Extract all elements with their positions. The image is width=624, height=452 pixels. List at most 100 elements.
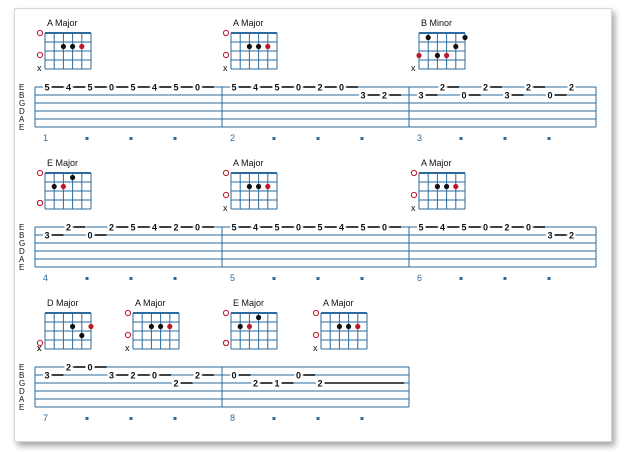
fret-number: 4 <box>152 223 157 233</box>
beat-marker <box>272 137 276 140</box>
fret-number-bg <box>172 379 180 387</box>
string-label: E <box>19 83 24 92</box>
fret-number: 0 <box>87 363 92 373</box>
fret-number: 2 <box>526 83 531 93</box>
fret-number-bg <box>567 83 576 91</box>
fret-number-bg <box>380 223 389 231</box>
beat-marker <box>360 417 364 420</box>
fret-number: 5 <box>274 223 279 233</box>
fret-number: 0 <box>296 223 301 233</box>
fret-number-bg <box>546 231 554 239</box>
string-label: A <box>19 395 25 404</box>
fret-number-bg <box>150 83 159 91</box>
fret-number: 2 <box>173 223 178 233</box>
finger-dot <box>444 52 450 59</box>
finger-dot <box>79 43 85 50</box>
chord-name: D Major <box>47 298 79 308</box>
fret-number-bg <box>294 83 303 91</box>
finger-dot <box>60 183 66 190</box>
open-string-mark <box>36 169 44 177</box>
string-label: E <box>19 123 24 132</box>
beat-marker <box>173 137 177 140</box>
muted-string-mark: x <box>37 63 42 73</box>
beat-marker <box>316 277 320 280</box>
fret-number: 3 <box>360 91 365 101</box>
muted-string-mark: x <box>411 203 416 213</box>
muted-string-mark: x <box>125 343 130 353</box>
fret-number-bg <box>359 223 367 231</box>
fret-number: 0 <box>195 223 200 233</box>
beat-marker <box>316 137 320 140</box>
open-string-mark <box>222 309 230 317</box>
fret-number-bg <box>193 83 202 91</box>
fret-number-bg <box>359 91 367 99</box>
fret-number: 0 <box>87 231 92 241</box>
fret-number-bg <box>43 371 51 379</box>
beat-marker <box>129 137 133 140</box>
fret-number: 2 <box>66 223 71 233</box>
fret-number-bg <box>524 223 533 231</box>
muted-string-mark: x <box>223 63 228 73</box>
fret-number: 3 <box>44 231 49 241</box>
e-major-chord-diagram: E Major <box>222 298 278 350</box>
measure-number: 6 <box>417 273 422 283</box>
fret-number-bg <box>172 223 180 231</box>
beat-marker <box>85 277 89 280</box>
muted-string-mark: x <box>37 343 42 353</box>
fret-number: 5 <box>87 83 92 93</box>
fret-number: 0 <box>483 223 488 233</box>
finger-dot <box>416 52 422 59</box>
fret-number-bg <box>107 223 116 231</box>
string-label: B <box>19 231 24 240</box>
beat-marker <box>459 277 463 280</box>
beat-marker <box>547 277 551 280</box>
fret-number-bg <box>337 83 346 91</box>
finger-dot <box>167 323 173 330</box>
string-label: E <box>19 403 24 412</box>
finger-dot <box>60 43 66 50</box>
finger-dot <box>336 323 342 330</box>
fret-number-bg <box>251 379 260 387</box>
fret-number: 2 <box>382 91 387 101</box>
finger-dot <box>444 183 450 190</box>
fret-number-bg <box>481 83 490 91</box>
fret-number-bg <box>524 83 533 91</box>
fret-number-bg <box>251 223 260 231</box>
finger-dot <box>246 183 252 190</box>
fret-number: 2 <box>440 83 445 93</box>
string-label: B <box>19 91 24 100</box>
fret-number: 3 <box>44 371 49 381</box>
open-string-mark <box>222 339 230 347</box>
fret-number: 4 <box>440 223 445 233</box>
fret-number: 5 <box>231 223 236 233</box>
open-string-mark <box>36 199 44 207</box>
fret-number: 2 <box>569 83 574 93</box>
measure-number: 4 <box>43 273 48 283</box>
fret-number-bg <box>251 83 260 91</box>
fret-number-bg <box>316 223 324 231</box>
chord-name: E Major <box>47 158 78 168</box>
fret-number-bg <box>316 83 324 91</box>
fret-number: 5 <box>130 223 135 233</box>
fret-number-bg <box>294 223 303 231</box>
measure-number: 7 <box>43 413 48 423</box>
fret-number: 5 <box>317 223 322 233</box>
open-string-mark <box>312 309 320 317</box>
beat-marker <box>272 277 276 280</box>
beat-marker <box>360 137 364 140</box>
finger-dot <box>51 183 57 190</box>
fret-number-bg <box>417 91 425 99</box>
chord-name: A Major <box>323 298 354 308</box>
fret-number: 0 <box>296 83 301 93</box>
fret-number-bg <box>172 83 180 91</box>
muted-string-mark: x <box>37 343 42 353</box>
finger-dot <box>246 43 252 50</box>
fret-number-bg <box>193 223 202 231</box>
open-string-mark <box>222 169 230 177</box>
